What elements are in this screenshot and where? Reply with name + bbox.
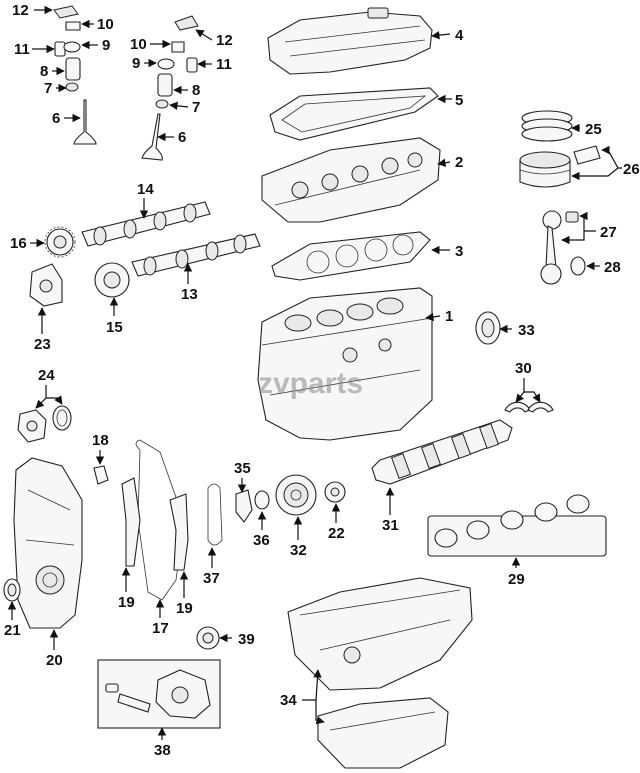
callout-label: 20 <box>46 652 63 669</box>
callout-label: 4 <box>455 27 464 44</box>
callout-label: 28 <box>604 259 621 276</box>
leader-lines <box>7 5 622 740</box>
callout-label: 12 <box>216 32 233 49</box>
callout-label: 24 <box>38 367 55 384</box>
callout-label: 5 <box>455 92 463 109</box>
watermark-logo: zvparts <box>258 367 363 400</box>
callout-label: 9 <box>102 37 110 54</box>
callout-label: 6 <box>178 129 186 146</box>
callout-label: 3 <box>455 243 463 260</box>
callout-label: 10 <box>97 16 114 33</box>
callout-label: 8 <box>40 63 48 80</box>
vvt-gear <box>94 262 130 298</box>
oil-pump-sprocket-parts <box>235 489 270 523</box>
rear-main-seal <box>475 311 501 345</box>
oil-pump-chain <box>207 483 223 546</box>
callout-label: 15 <box>106 319 123 336</box>
crank-sprocket <box>324 481 346 503</box>
callout-label: 23 <box>34 336 51 353</box>
rod-bearing <box>570 256 586 276</box>
valvetrain-right <box>141 15 199 161</box>
intake-camshaft <box>81 201 211 247</box>
valve-cover-gasket <box>269 87 439 141</box>
valve-cover <box>267 7 433 75</box>
callout-label: 19 <box>118 594 135 611</box>
oil-pan-lower <box>317 697 449 769</box>
oil-pump-gear <box>196 626 220 650</box>
engine-block <box>257 287 433 441</box>
callout-label: 14 <box>137 181 154 198</box>
thrust-washers <box>504 401 554 413</box>
callout-label: 37 <box>203 570 220 587</box>
callout-label: 13 <box>181 286 198 303</box>
callout-label: 18 <box>92 432 109 449</box>
piston-rings <box>521 110 573 142</box>
callout-label: 21 <box>4 622 21 639</box>
callout-label: 29 <box>508 571 525 588</box>
timing-chain <box>135 439 185 601</box>
timing-chain-cover <box>13 457 83 629</box>
front-crank-seal <box>3 578 21 602</box>
water-pump <box>105 669 211 719</box>
callout-label: 39 <box>238 631 255 648</box>
crank-pulley <box>275 474 317 516</box>
callout-label: 11 <box>216 56 232 73</box>
chain-guide-left <box>121 477 141 567</box>
callout-numbers: 4 5 2 3 1 33 25 26 27 28 30 29 31 22 32 … <box>4 2 640 759</box>
callout-label: 34 <box>280 692 297 709</box>
cylinder-head <box>261 137 441 223</box>
oil-pan-upper <box>287 577 473 691</box>
callout-label: 30 <box>515 360 532 377</box>
seal-and-oring <box>17 405 72 443</box>
callout-label: 2 <box>455 154 463 171</box>
cam-sprocket <box>44 226 76 258</box>
callout-label: 1 <box>445 308 453 325</box>
valvetrain-left <box>53 5 97 145</box>
callout-label: 31 <box>382 517 399 534</box>
chain-guide-right <box>169 493 189 571</box>
callout-label: 19 <box>176 600 193 617</box>
callout-label: 7 <box>192 99 200 116</box>
callout-label: 17 <box>152 620 169 637</box>
callout-label: 25 <box>585 121 602 138</box>
callout-label: 16 <box>10 235 27 252</box>
piston <box>519 145 601 188</box>
callout-label: 10 <box>130 36 147 53</box>
callout-label: 7 <box>44 80 52 97</box>
callout-label: 8 <box>192 82 200 99</box>
callout-label: 33 <box>518 322 535 339</box>
callout-label: 22 <box>328 525 345 542</box>
exhaust-camshaft <box>131 233 261 277</box>
callout-label: 32 <box>290 542 307 559</box>
main-bearings <box>427 494 607 557</box>
crankshaft <box>371 419 513 485</box>
callout-label: 11 <box>14 41 30 58</box>
callout-label: 38 <box>154 742 171 759</box>
head-gasket <box>271 231 431 281</box>
timing-cover-small <box>29 263 63 307</box>
callout-label: 27 <box>600 224 617 241</box>
callout-label: 36 <box>253 532 270 549</box>
callout-label: 6 <box>52 110 60 127</box>
chain-tensioner <box>93 465 109 485</box>
callout-label: 35 <box>234 460 251 477</box>
callout-label: 26 <box>623 161 640 178</box>
callout-label: 12 <box>12 2 29 19</box>
connecting-rod <box>540 210 579 285</box>
callout-label: 9 <box>132 55 140 72</box>
